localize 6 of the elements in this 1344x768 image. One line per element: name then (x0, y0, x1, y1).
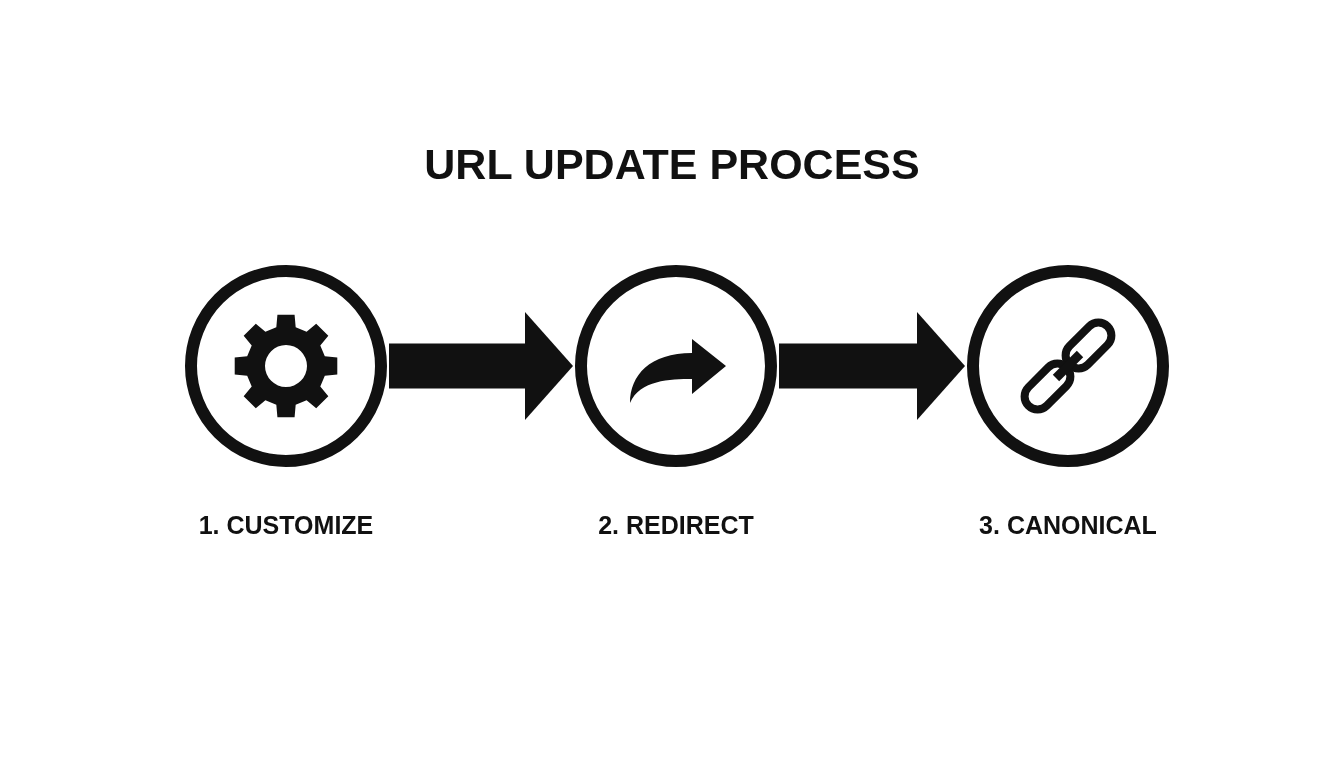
diagram-title: URL UPDATE PROCESS (424, 140, 920, 188)
step-label: 1. CUSTOMIZE (197, 510, 375, 540)
block-arrow (389, 312, 573, 420)
step-label: 3. CANONICAL (978, 510, 1158, 540)
step-label: 2. REDIRECT (597, 510, 755, 540)
block-arrow (779, 312, 965, 420)
